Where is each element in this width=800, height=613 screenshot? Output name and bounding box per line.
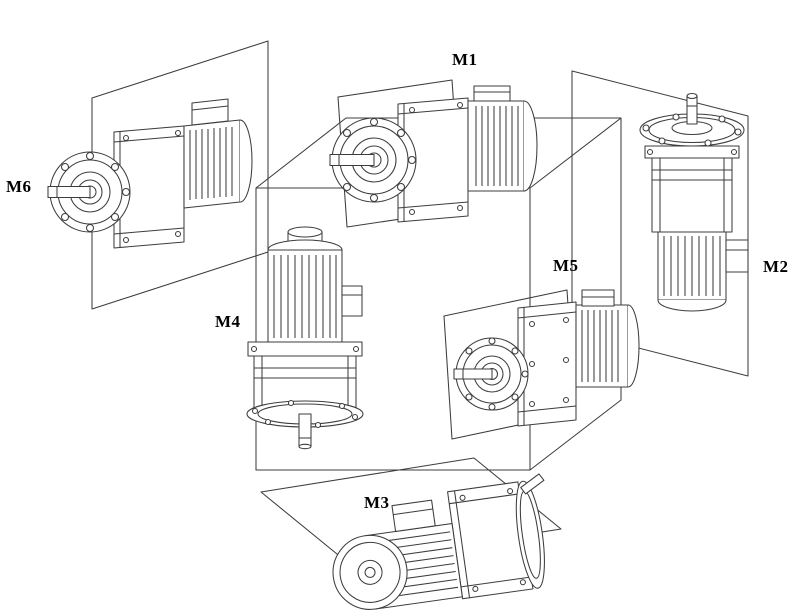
gearbox-housing: [247, 341, 363, 409]
label-m4: M4: [215, 312, 241, 331]
terminal-box: [391, 499, 436, 532]
gearmotor-m5: [453, 289, 640, 427]
output-shaft: [453, 368, 493, 380]
gearmotor-m6: [47, 98, 253, 249]
gearmotor-m1: [329, 85, 538, 223]
motor-body: [467, 100, 538, 192]
output-shaft: [47, 185, 91, 199]
gearbox-housing: [113, 125, 185, 249]
output-flange: [639, 113, 745, 147]
gearmotor-m3: [332, 473, 545, 610]
label-m2: M2: [763, 257, 789, 276]
mounting-plane-m3: [260, 457, 562, 564]
gearbox-housing: [644, 145, 740, 233]
terminal-box: [725, 239, 749, 273]
output-flange: [515, 480, 545, 589]
gearbox-housing: [397, 97, 469, 223]
fan-cover: [332, 534, 408, 610]
output-shaft: [329, 153, 375, 167]
gearmotor-m4: [246, 226, 364, 450]
motor-body: [575, 304, 640, 388]
output-shaft: [298, 413, 312, 450]
label-m5: M5: [553, 256, 579, 275]
terminal-box: [581, 289, 615, 307]
terminal-box: [191, 98, 229, 126]
label-m3: M3: [364, 493, 390, 512]
gearmotor-m2: [639, 92, 749, 312]
terminal-box: [473, 85, 511, 102]
motor-body: [267, 249, 343, 343]
output-shaft: [686, 92, 698, 125]
label-m6: M6: [6, 177, 32, 196]
motor-body: [183, 119, 253, 209]
label-m1: M1: [452, 50, 478, 69]
output-shaft: [520, 473, 545, 495]
gearbox-housing: [447, 481, 534, 600]
terminal-box: [341, 285, 363, 317]
motor-body: [657, 231, 727, 312]
